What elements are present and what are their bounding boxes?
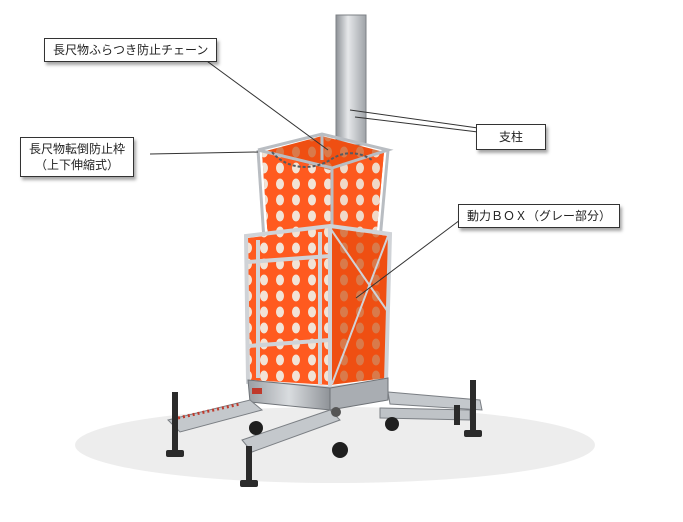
frame-callout: 長尺物転倒防止枠 （上下伸縮式） xyxy=(20,137,135,177)
leader-lines xyxy=(149,55,479,299)
frame-label-line1: 長尺物転倒防止枠 xyxy=(29,142,126,156)
pillar xyxy=(335,14,367,146)
upper-frame xyxy=(256,132,394,241)
power-box-label: 動力ＢＯＸ（グレー部分） xyxy=(467,209,612,223)
chain-label: 長尺物ふらつき防止チェーン xyxy=(53,43,209,57)
chain-callout: 長尺物ふらつき防止チェーン xyxy=(44,38,218,62)
chain xyxy=(271,151,373,168)
frame-label-line2: （上下伸縮式） xyxy=(35,158,120,172)
power-box-callout: 動力ＢＯＸ（グレー部分） xyxy=(458,204,621,228)
leveling-feet xyxy=(166,380,482,487)
pillar-callout: 支柱 xyxy=(476,124,547,150)
power-box xyxy=(247,377,389,411)
pillar-label: 支柱 xyxy=(499,130,524,144)
casters xyxy=(249,407,399,458)
